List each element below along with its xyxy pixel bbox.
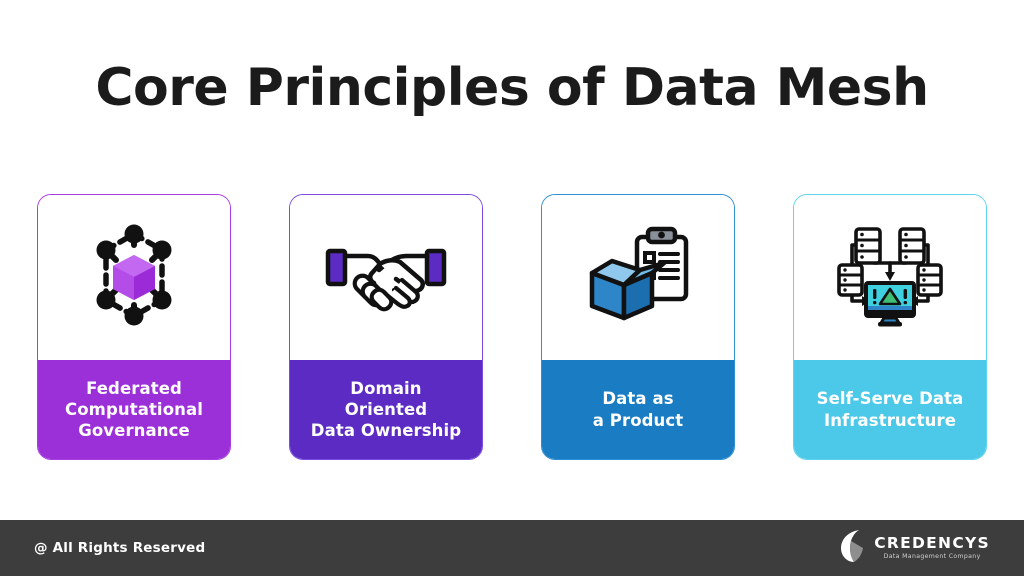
credencys-logo[interactable]: CREDENCYS Data Management Company [840,529,990,568]
hexagon-mesh-network-cube-icon [75,219,193,336]
principle-card-federated-governance[interactable]: Federated Computational Governance [37,194,231,460]
handshake-icon [324,236,448,319]
principle-card-data-as-product[interactable]: Data as a Product [541,194,735,460]
logo-tagline: Data Management Company [883,553,981,561]
card-label-federated-governance: Federated Computational Governance [38,360,230,459]
logo-text-block: CREDENCYS Data Management Company [874,533,990,561]
card-label-data-as-product: Data as a Product [542,360,734,459]
footer-bar: @ All Rights Reserved CREDENCYS Data Man… [0,520,1024,576]
card-label-domain-ownership: Domain Oriented Data Ownership [290,360,482,459]
open-box-clipboard-icon [582,223,694,332]
credencys-wedge-logo-icon [840,529,867,568]
principles-card-row: Federated Computational Governance [37,194,987,460]
logo-company-name: CREDENCYS [874,533,990,552]
page-title: Core Principles of Data Mesh [95,58,929,118]
card-icon-area [794,195,986,360]
server-monitor-infrastructure-icon [834,223,946,332]
footer-copyright: @ All Rights Reserved [34,540,206,556]
card-icon-area [290,195,482,360]
principle-card-domain-ownership[interactable]: Domain Oriented Data Ownership [289,194,483,460]
principle-card-self-serve-infrastructure[interactable]: Self-Serve Data Infrastructure [793,194,987,460]
card-label-self-serve-infrastructure: Self-Serve Data Infrastructure [794,360,986,459]
card-icon-area [542,195,734,360]
card-icon-area [38,195,230,360]
